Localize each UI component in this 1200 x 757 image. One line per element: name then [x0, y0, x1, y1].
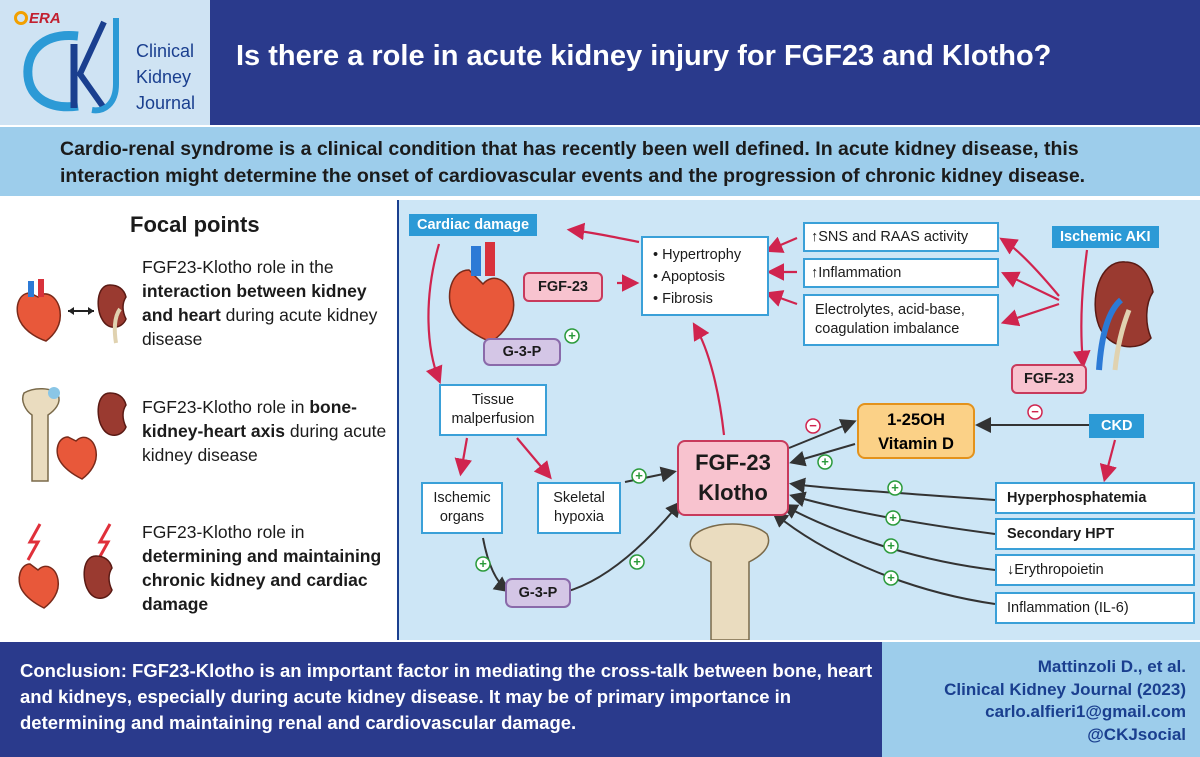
- era-logo: ERA: [14, 10, 61, 27]
- page-title: Is there a role in acute kidney injury f…: [236, 40, 1052, 72]
- minus-sign: −: [809, 418, 817, 433]
- factor-erythropoietin: ↓Erythropoietin: [995, 554, 1195, 586]
- factor-inflammation-il6: Inflammation (IL-6): [995, 592, 1195, 624]
- heart-illustration: [448, 242, 515, 343]
- plus-sign: +: [633, 554, 641, 569]
- heart-kidney-icon: [16, 279, 127, 344]
- sns-raas-box: ↑SNS and RAAS activity: [803, 222, 999, 252]
- plus-sign: +: [887, 538, 895, 553]
- plus-sign: +: [568, 328, 576, 343]
- minus-sign: −: [1031, 404, 1039, 419]
- g3p-top: G-3-P: [483, 338, 561, 366]
- citation-social: @CKJsocial: [1087, 724, 1186, 744]
- conclusion-text: Conclusion: FGF23-Klotho is an important…: [20, 660, 873, 733]
- electrolytes-box: Electrolytes, acid-base, coagulation imb…: [803, 294, 999, 346]
- focal-point-3: FGF23-Klotho role in determining and mai…: [142, 522, 382, 614]
- ischemic-aki-label: Ischemic AKI: [1052, 226, 1159, 248]
- ckj-logo-mark: [23, 18, 119, 114]
- skeletal-hypoxia-box: Skeletal hypoxia: [537, 482, 621, 534]
- plus-sign: +: [891, 480, 899, 495]
- citation-authors: Mattinzoli D., et al.: [1037, 657, 1186, 676]
- plus-sign: +: [887, 570, 895, 585]
- citation-journal: Clinical Kidney Journal (2023): [944, 679, 1186, 699]
- damage-heart-kidney-icon: [18, 523, 113, 609]
- fgf23-heart: FGF-23: [523, 272, 603, 302]
- plus-sign: +: [635, 468, 643, 483]
- fgf23-kidney: FGF-23: [1011, 364, 1087, 394]
- focal-points-panel: Focal points FGF23-Klotho role in the in…: [0, 200, 395, 640]
- inflammation-box: ↑Inflammation: [803, 258, 999, 288]
- ckd-label: CKD: [1089, 414, 1145, 438]
- cardiac-damage-label: Cardiac damage: [409, 214, 538, 236]
- bone-illustration: [689, 523, 770, 640]
- tissue-malperfusion-box: Tissue malperfusion: [439, 384, 547, 436]
- mechanism-diagram: + + + + + + + + + − − Cardiac damage Isc…: [397, 200, 1200, 640]
- citation-box: Mattinzoli D., et al. Clinical Kidney Jo…: [882, 642, 1200, 757]
- header: ERA Clinical Kidney Journal Is there a r…: [0, 0, 1200, 125]
- vitamin-d-box: 1-25OH Vitamin D: [857, 403, 975, 459]
- factor-hyperphosphatemia: Hyperphosphatemia: [995, 482, 1195, 514]
- fgf23-klotho-box: FGF-23 Klotho: [677, 440, 789, 516]
- plus-sign: +: [479, 556, 487, 571]
- effects-box: • Hypertrophy • Apoptosis • Fibrosis: [641, 236, 769, 316]
- focal-point-2: FGF23-Klotho role in bone-kidney-heart a…: [142, 397, 387, 465]
- kidney-illustration: [1094, 261, 1154, 371]
- logo-text: Clinical Kidney Journal: [136, 41, 196, 113]
- g3p-bottom: G-3-P: [505, 578, 571, 608]
- journal-logo: ERA Clinical Kidney Journal: [0, 0, 210, 125]
- intro-text: Cardio-renal syndrome is a clinical cond…: [60, 138, 1086, 187]
- plus-sign: +: [889, 510, 897, 525]
- intro-band: Cardio-renal syndrome is a clinical cond…: [0, 125, 1200, 198]
- focal-points-title: Focal points: [130, 212, 260, 237]
- ischemic-organs-box: Ischemic organs: [421, 482, 503, 534]
- footer: Conclusion: FGF23-Klotho is an important…: [0, 640, 1200, 757]
- citation-email: carlo.alfieri1@gmail.com: [985, 702, 1186, 721]
- bone-kidney-heart-icon: [21, 387, 127, 482]
- plus-sign: +: [821, 454, 829, 469]
- diagram-arrows: + + + + + + + + + − −: [425, 222, 1154, 640]
- focal-point-1: FGF23-Klotho role in the interaction bet…: [142, 257, 378, 349]
- factor-secondary-hpt: Secondary HPT: [995, 518, 1195, 550]
